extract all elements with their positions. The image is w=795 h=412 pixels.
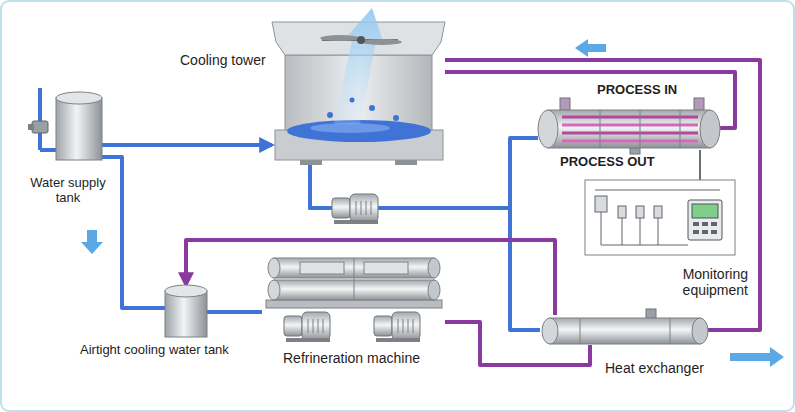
equipment-label: Airtight cooling water tank — [80, 343, 265, 358]
equipment-label: PROCESS OUT — [560, 155, 680, 170]
heat-exchanger-art — [542, 309, 708, 344]
flow-arrow — [575, 39, 606, 57]
flow-arrow — [730, 347, 784, 367]
refrigeration-machine-art — [266, 258, 442, 308]
pipe-connector — [207, 310, 262, 314]
equipment-node: Monitoring equipment — [585, 180, 735, 255]
airtight-tank-art — [165, 285, 207, 337]
equipment-label: Heat exchanger — [605, 360, 725, 376]
equipment-node: Heat exchanger — [540, 315, 705, 345]
pump-art — [374, 312, 420, 342]
equipment-node: Refrineration machine — [262, 252, 445, 345]
equipment-label: Monitoring equipment — [650, 266, 748, 298]
pipe-connector — [102, 157, 165, 308]
monitoring-panel-art — [585, 180, 735, 255]
equipment-node: PROCESS INPROCESS OUT — [538, 108, 720, 150]
pipe-connector — [699, 150, 701, 180]
equipment-node: Airtight cooling water tank — [165, 285, 207, 337]
equipment-label: Refrineration machine — [283, 350, 453, 366]
pump-art — [284, 312, 330, 342]
flow-arrow — [81, 230, 103, 254]
process-exchanger-art — [538, 98, 720, 154]
equipment-node: Cooling tower — [272, 18, 445, 165]
equipment-label: Water supply tank — [20, 176, 116, 206]
pipe-connector — [102, 143, 272, 147]
pipe-connector — [186, 240, 555, 315]
pipe-connector — [445, 60, 760, 330]
cooling-tower-art — [272, 8, 445, 165]
equipment-node: Water supply tank — [56, 92, 102, 162]
equipment-label: Cooling tower — [180, 52, 272, 68]
pump-art — [332, 194, 378, 224]
equipment-label: PROCESS IN — [597, 83, 707, 98]
water-supply-tank-art — [28, 88, 102, 160]
